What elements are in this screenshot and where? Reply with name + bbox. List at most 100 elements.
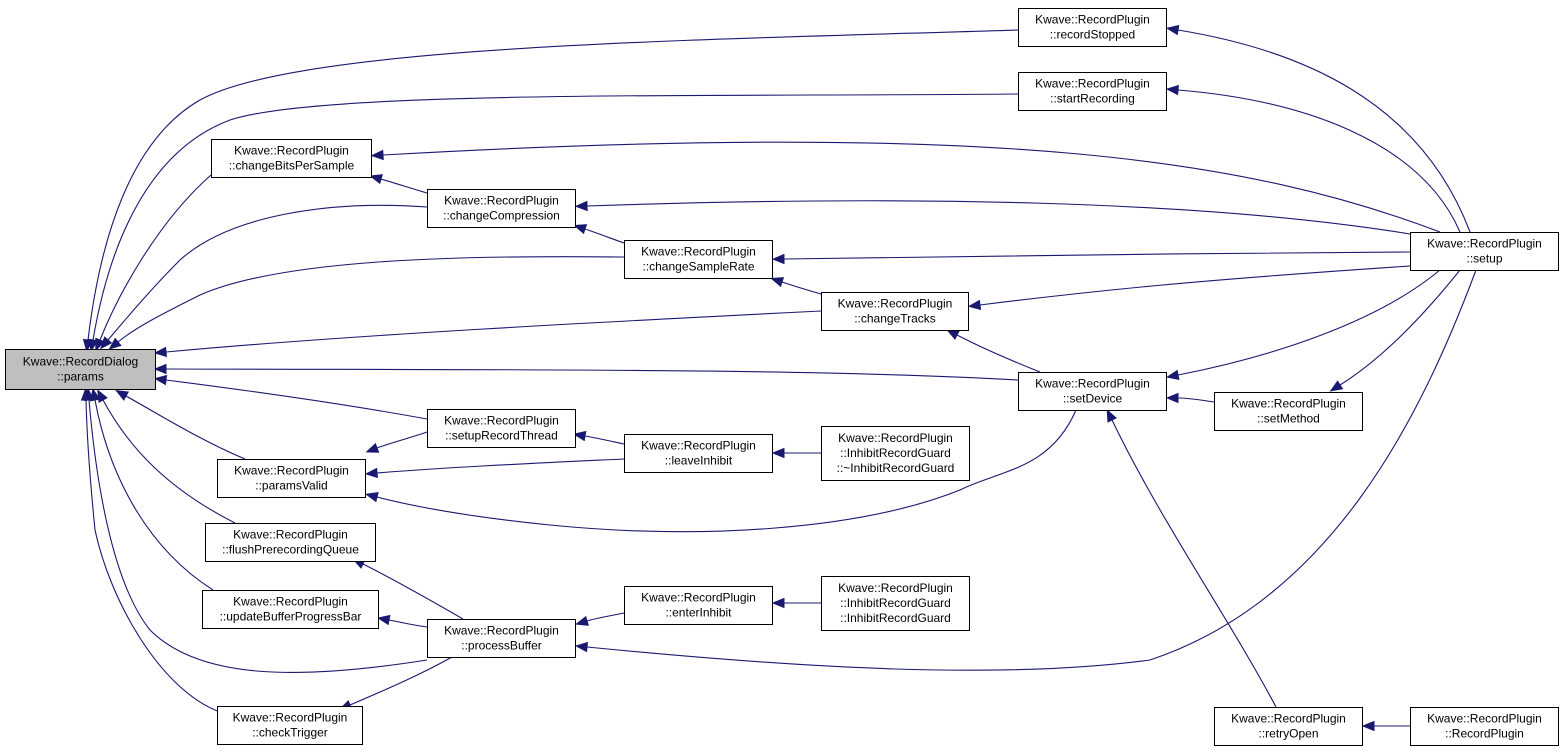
edges-layer bbox=[80, 24, 1477, 732]
node-box bbox=[217, 459, 366, 498]
edge-leaveInhibit-to-paramsValid bbox=[376, 458, 625, 474]
node-processBuffer[interactable]: Kwave::RecordPlugin::processBuffer bbox=[427, 619, 576, 658]
edge-dtorGuard-to-leaveInhibit-arrowhead bbox=[771, 447, 785, 459]
node-ctorGuard[interactable]: Kwave::RecordPlugin::InhibitRecordGuard:… bbox=[821, 576, 970, 631]
node-recordStopped[interactable]: Kwave::RecordPlugin::recordStopped bbox=[1018, 8, 1167, 47]
edge-setup-to-setDevice bbox=[1177, 269, 1441, 376]
node-enterInhibit[interactable]: Kwave::RecordPlugin::enterInhibit bbox=[624, 586, 773, 625]
edge-changeCompression-to-params-arrowhead bbox=[100, 336, 113, 350]
node-label: Kwave::RecordPlugin bbox=[641, 439, 756, 453]
edge-setup-to-changeCompression-arrowhead bbox=[574, 200, 588, 212]
node-label: ::RecordPlugin bbox=[1445, 727, 1524, 741]
edge-setup-to-changeBitsPerSample bbox=[382, 141, 1441, 233]
edge-setMethod-to-setDevice-arrowhead bbox=[1165, 392, 1179, 404]
node-setupRecordThread[interactable]: Kwave::RecordPlugin::setupRecordThread bbox=[427, 409, 576, 448]
node-label: Kwave::RecordPlugin bbox=[838, 431, 953, 445]
node-dtorGuard[interactable]: Kwave::RecordPlugin::InhibitRecordGuard:… bbox=[821, 426, 970, 481]
node-label: Kwave::RecordPlugin bbox=[838, 297, 953, 311]
node-changeTracks[interactable]: Kwave::RecordPlugin::changeTracks bbox=[821, 292, 969, 331]
node-box bbox=[205, 523, 376, 562]
edge-setup-to-changeBitsPerSample-arrowhead bbox=[370, 149, 384, 161]
node-label: Kwave::RecordPlugin bbox=[641, 245, 756, 259]
edge-setup-to-startRecording bbox=[1177, 89, 1461, 233]
node-label: ::~InhibitRecordGuard bbox=[837, 461, 955, 475]
node-label: Kwave::RecordPlugin bbox=[1427, 712, 1542, 726]
node-label: ::setup bbox=[1466, 252, 1502, 266]
edge-setup-to-startRecording-arrowhead bbox=[1165, 84, 1179, 96]
node-label: ::params bbox=[57, 370, 104, 384]
node-label: Kwave::RecordPlugin bbox=[233, 528, 348, 542]
edge-setup-to-processBuffer bbox=[586, 269, 1477, 671]
node-box bbox=[1018, 372, 1167, 411]
node-box bbox=[211, 139, 372, 178]
edge-checkTrigger-to-params-arrowhead bbox=[80, 387, 92, 401]
edge-changeTracks-to-params-arrowhead bbox=[153, 346, 167, 358]
edge-ctorGuard-to-enterInhibit-arrowhead bbox=[771, 597, 785, 609]
edge-changeBitsPerSample-to-params-arrowhead bbox=[95, 337, 106, 352]
edge-setup-to-recordStopped bbox=[1177, 29, 1471, 233]
edge-setDevice-to-params-arrowhead bbox=[153, 363, 167, 375]
edge-setup-to-setMethod-arrowhead bbox=[1329, 380, 1344, 392]
node-box bbox=[821, 292, 969, 331]
node-setup[interactable]: Kwave::RecordPlugin::setup bbox=[1410, 232, 1559, 271]
node-box bbox=[821, 426, 970, 481]
node-label: Kwave::RecordPlugin bbox=[1035, 377, 1150, 391]
node-startRecording[interactable]: Kwave::RecordPlugin::startRecording bbox=[1018, 72, 1167, 111]
edge-changeCompression-to-changeBitsPerSample-arrowhead bbox=[369, 174, 383, 185]
edge-setup-to-changeSampleRate bbox=[783, 251, 1411, 260]
node-label: Kwave::RecordDialog bbox=[23, 355, 138, 369]
edge-changeTracks-to-changeSampleRate-arrowhead bbox=[770, 277, 785, 288]
edge-setup-to-changeTracks bbox=[979, 265, 1411, 306]
node-box bbox=[427, 189, 576, 228]
edge-setup-to-recordStopped-arrowhead bbox=[1165, 24, 1180, 36]
node-box bbox=[1410, 232, 1559, 271]
node-RecordPluginCtor[interactable]: Kwave::RecordPlugin::RecordPlugin bbox=[1410, 707, 1559, 746]
node-label: Kwave::RecordPlugin bbox=[444, 194, 559, 208]
node-checkTrigger[interactable]: Kwave::RecordPlugin::checkTrigger bbox=[217, 706, 363, 745]
edge-setupRecordThread-to-paramsValid bbox=[376, 431, 428, 449]
node-changeCompression[interactable]: Kwave::RecordPlugin::changeCompression bbox=[427, 189, 576, 228]
node-label: ::paramsValid bbox=[255, 479, 327, 493]
edge-changeCompression-to-changeBitsPerSample bbox=[380, 178, 428, 194]
edge-retryOpen-to-setDevice bbox=[1111, 419, 1277, 708]
node-label: ::setDevice bbox=[1063, 392, 1123, 406]
node-box bbox=[1018, 72, 1167, 111]
node-retryOpen[interactable]: Kwave::RecordPlugin::retryOpen bbox=[1214, 707, 1363, 746]
edge-setup-to-changeSampleRate-arrowhead bbox=[771, 253, 785, 265]
node-label: Kwave::RecordPlugin bbox=[1427, 237, 1542, 251]
node-params[interactable]: Kwave::RecordDialog::params bbox=[5, 349, 156, 390]
node-changeBitsPerSample[interactable]: Kwave::RecordPlugin::changeBitsPerSample bbox=[211, 139, 372, 178]
edge-enterInhibit-to-processBuffer bbox=[586, 612, 625, 622]
node-setDevice[interactable]: Kwave::RecordPlugin::setDevice bbox=[1018, 372, 1167, 411]
node-changeSampleRate[interactable]: Kwave::RecordPlugin::changeSampleRate bbox=[624, 240, 773, 279]
node-label: Kwave::RecordPlugin bbox=[641, 591, 756, 605]
node-setMethod[interactable]: Kwave::RecordPlugin::setMethod bbox=[1214, 392, 1363, 431]
edge-changeSampleRate-to-params-arrowhead bbox=[108, 337, 122, 350]
edge-setupRecordThread-to-params-arrowhead bbox=[153, 374, 168, 386]
node-updateBufferProgressBar[interactable]: Kwave::RecordPlugin::updateBufferProgres… bbox=[202, 590, 379, 629]
node-box bbox=[427, 619, 576, 658]
node-paramsValid[interactable]: Kwave::RecordPlugin::paramsValid bbox=[217, 459, 366, 498]
node-box bbox=[1214, 707, 1363, 746]
node-label: Kwave::RecordPlugin bbox=[444, 624, 559, 638]
edge-startRecording-to-params bbox=[92, 93, 1019, 341]
node-label: ::retryOpen bbox=[1258, 727, 1318, 741]
node-label: ::changeBitsPerSample bbox=[229, 159, 355, 173]
edge-enterInhibit-to-processBuffer-arrowhead bbox=[575, 615, 589, 626]
node-box bbox=[624, 586, 773, 625]
node-label: Kwave::RecordPlugin bbox=[233, 711, 348, 725]
edge-changeCompression-to-params bbox=[107, 204, 428, 341]
edge-setupRecordThread-to-paramsValid-arrowhead bbox=[365, 442, 380, 453]
node-box bbox=[821, 576, 970, 631]
node-label: ::checkTrigger bbox=[252, 726, 328, 740]
node-leaveInhibit[interactable]: Kwave::RecordPlugin::leaveInhibit bbox=[624, 434, 773, 473]
node-label: Kwave::RecordPlugin bbox=[1035, 77, 1150, 91]
edge-changeSampleRate-to-params bbox=[117, 256, 625, 343]
edge-leaveInhibit-to-setupRecordThread bbox=[584, 435, 625, 445]
node-flushPrerecordingQueue[interactable]: Kwave::RecordPlugin::flushPrerecordingQu… bbox=[205, 523, 376, 562]
node-label: ::setupRecordThread bbox=[445, 429, 558, 443]
node-box bbox=[5, 349, 156, 390]
node-label: ::changeTracks bbox=[854, 312, 936, 326]
node-label: Kwave::RecordPlugin bbox=[234, 144, 349, 158]
